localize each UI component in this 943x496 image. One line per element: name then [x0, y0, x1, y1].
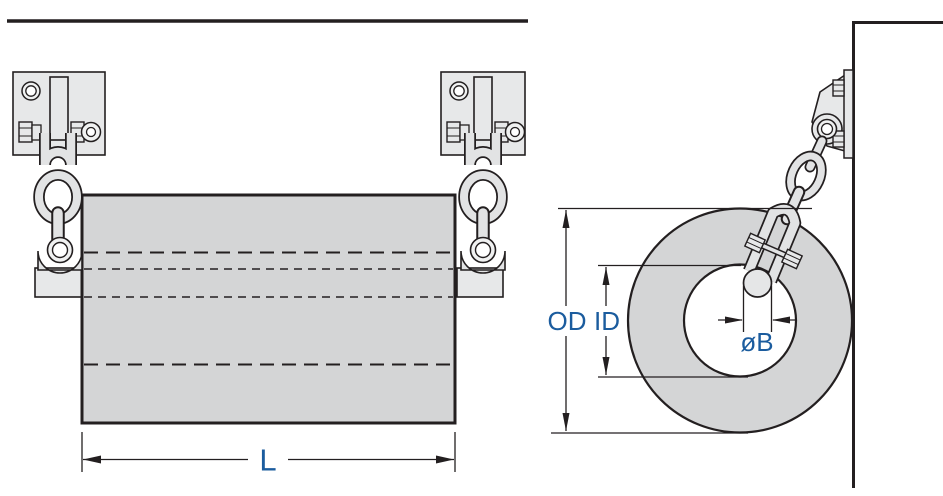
od-arrow-bottom	[562, 413, 570, 431]
bore-dimension: øB	[718, 286, 797, 357]
shackle-nut-right	[780, 248, 804, 270]
wall-bracket-plate	[843, 69, 854, 159]
right-bracket	[440, 71, 526, 156]
bore-arrow-left	[725, 316, 743, 324]
od-arrow-top	[562, 210, 570, 228]
diameter-dimensions: OD ID	[548, 207, 812, 434]
left-bracket-lug	[49, 76, 69, 141]
hidden-lines	[84, 251, 453, 366]
left-chain	[33, 133, 83, 274]
wall-edge	[852, 21, 943, 488]
side-chain	[742, 135, 828, 298]
left-bracket-pin	[18, 121, 102, 143]
suspension-rod-end	[742, 268, 773, 298]
right-eye-lug	[460, 250, 506, 274]
right-bracket-lug	[473, 76, 493, 141]
length-dimension: L	[81, 432, 456, 478]
wall-bracket-bolts	[832, 79, 845, 148]
bore-arrow-right	[772, 316, 790, 324]
shackle-nut-left	[743, 232, 767, 254]
right-chain	[458, 133, 508, 274]
fender-body	[80, 193, 457, 425]
label-length: L	[259, 443, 276, 478]
label-inner-diameter: ID	[594, 306, 620, 336]
bore-extension-lines	[742, 286, 773, 332]
label-bore-diameter: øB	[740, 327, 773, 357]
id-arrow-bottom	[602, 357, 610, 375]
left-bracket	[12, 71, 106, 156]
side-view: OD ID øB	[548, 21, 943, 488]
arrow-right	[436, 455, 454, 464]
arrow-left	[83, 455, 101, 464]
id-arrow-top	[602, 267, 610, 285]
left-eye-lug	[37, 250, 83, 274]
front-view: L	[7, 19, 528, 478]
label-outer-diameter: OD	[548, 306, 587, 336]
